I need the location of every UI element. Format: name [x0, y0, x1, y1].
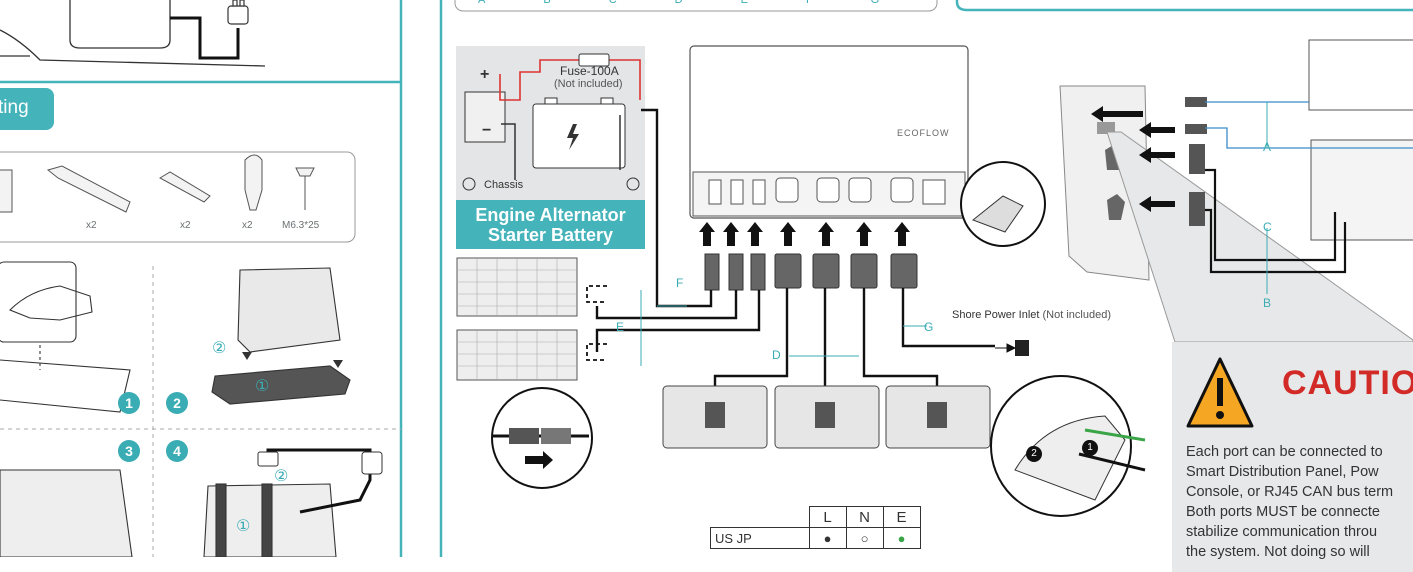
substep-label-a: ② [212, 340, 227, 357]
caution-line: Console, or RJ45 CAN bus term [1186, 484, 1394, 500]
shore-power-label: Shore Power Inlet (Not included) [952, 309, 1111, 321]
top-letter: D [674, 0, 683, 6]
step-number-4: 4 [166, 440, 188, 462]
top-letter-row: A B C D E F G [478, 0, 938, 6]
cell-l: ● [808, 527, 847, 549]
wire-label-c: C [1263, 220, 1272, 234]
substep-label-c: ② [274, 468, 289, 485]
callout-number-1: 1 [1082, 440, 1098, 456]
caution-line: stabilize communication throu [1186, 524, 1378, 540]
wiring-diagram-drawing [439, 0, 1413, 557]
header-l: L [808, 506, 847, 528]
caution-triangle-icon [1186, 357, 1254, 428]
caution-body: Each port can be connected to Smart Dist… [1186, 442, 1393, 562]
caution-title: CAUTIO [1282, 364, 1413, 402]
left-illustrations [0, 0, 403, 557]
table-header-row: L N E [710, 506, 921, 528]
wire-label-b: B [1263, 296, 1272, 310]
part-qty-1: x2 [86, 220, 97, 231]
lne-table: L N E US JP ● ○ ● [710, 506, 921, 549]
wire-label-a: A [1263, 140, 1272, 154]
step-number-2: 2 [166, 392, 188, 414]
table-row: US JP ● ○ ● [710, 527, 921, 549]
caution-line: the system. Not doing so will [1186, 544, 1370, 560]
wire-label-f: F [676, 276, 684, 290]
top-letter: A [478, 0, 486, 6]
step-number-1: 1 [118, 392, 140, 414]
header-n: N [845, 506, 884, 528]
shore-power-note: (Not included) [1042, 309, 1111, 321]
substep-label-d: ① [236, 518, 251, 535]
brand-logo: ECOFLOW [897, 128, 950, 138]
callout-number-2: 2 [1026, 446, 1042, 462]
wire-label-g: G [924, 320, 934, 334]
fuse-label: Fuse-100A [560, 64, 619, 78]
substep-label-b: ① [255, 378, 270, 395]
section-header-tab: ting [0, 88, 54, 130]
engine-battery-title-line1: Engine Alternator [475, 205, 626, 225]
top-letter: C [608, 0, 617, 6]
top-letter: B [543, 0, 551, 6]
row-label: US JP [710, 527, 810, 549]
chassis-label: Chassis [484, 179, 524, 191]
wire-label-d: D [772, 348, 781, 362]
shore-power-text: Shore Power Inlet [952, 309, 1040, 321]
top-letter: F [805, 0, 813, 6]
cell-n: ○ [845, 527, 884, 549]
wire-label-e: E [616, 320, 625, 334]
top-letter: E [740, 0, 748, 6]
fuse-note: (Not included) [554, 78, 623, 90]
cell-e: ● [882, 527, 921, 549]
caution-line: Each port can be connected to [1186, 444, 1383, 460]
part-qty-3: x2 [242, 220, 253, 231]
engine-battery-title-line2: Starter Battery [487, 225, 614, 245]
step-number-3: 3 [118, 440, 140, 462]
caution-line: Both ports MUST be connecte [1186, 504, 1380, 520]
header-e: E [882, 506, 921, 528]
engine-battery-title: Engine Alternator Starter Battery [456, 200, 645, 249]
battery-plus: + [480, 66, 490, 83]
caution-panel: CAUTIO Each port can be connected to Sma… [1172, 342, 1413, 572]
battery-minus: − [482, 122, 492, 139]
part-qty-4: M6.3*25 [282, 220, 320, 231]
part-qty-2: x2 [180, 220, 191, 231]
top-letter: G [870, 0, 880, 6]
caution-line: Smart Distribution Panel, Pow [1186, 464, 1379, 480]
